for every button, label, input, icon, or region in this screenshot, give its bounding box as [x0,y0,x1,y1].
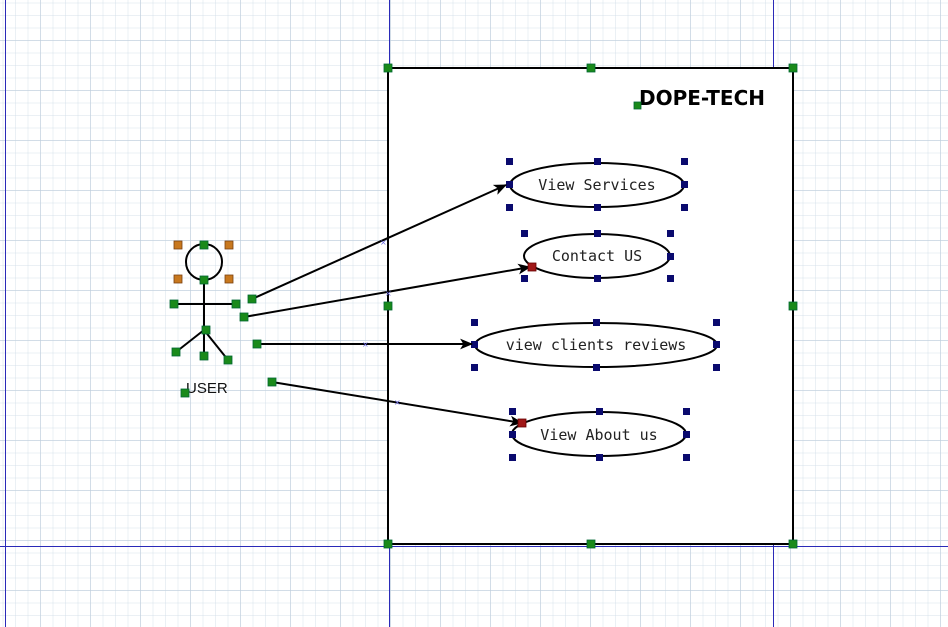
handle[interactable] [199,351,209,361]
system-title[interactable]: DOPE-TECH [639,86,765,110]
handle[interactable] [201,325,211,335]
usecase-handles[interactable] [509,408,690,461]
usecase-handles[interactable] [521,230,674,282]
handle-top-right[interactable] [788,63,798,73]
handle[interactable] [509,408,516,415]
handle[interactable] [593,319,600,326]
handle[interactable] [667,275,674,282]
handle[interactable] [594,275,601,282]
handle[interactable] [169,299,179,309]
usecase-label: Contact US [552,247,642,265]
handle[interactable] [224,240,234,250]
handle[interactable] [509,431,516,438]
associations[interactable] [243,184,532,427]
handle[interactable] [713,319,720,326]
association-view-services[interactable] [251,184,507,300]
handle[interactable] [173,240,183,250]
handle[interactable] [594,204,601,211]
handle[interactable] [521,275,528,282]
connector-start-handle[interactable] [267,377,277,387]
handle[interactable] [506,158,513,165]
handle-middle-left[interactable] [383,301,393,311]
handle[interactable] [713,364,720,371]
handle[interactable] [681,158,688,165]
handle[interactable] [173,274,183,284]
handle[interactable] [506,204,513,211]
connector-start-handle[interactable] [252,339,262,349]
actor-leg-right [203,329,229,361]
handle-top-left[interactable] [383,63,393,73]
handle[interactable] [713,341,720,348]
usecase-view-clients-reviews[interactable]: view clients reviews [471,319,720,371]
actor-user[interactable]: USER [169,240,241,398]
actor-name[interactable]: USER [186,380,228,397]
handle[interactable] [199,240,209,250]
handle[interactable] [667,253,674,260]
handle[interactable] [509,454,516,461]
handle[interactable] [596,454,603,461]
connector-midpoint-markers: × × × × [362,238,401,407]
association-contact-us[interactable] [243,263,532,318]
connector-handles[interactable] [239,262,537,428]
handle-middle-right[interactable] [788,301,798,311]
usecase-label: view clients reviews [506,336,687,354]
handle[interactable] [521,230,528,237]
handle[interactable] [506,181,513,188]
handle[interactable] [180,388,190,398]
connector-end-handle[interactable] [517,418,527,428]
handle[interactable] [223,355,233,365]
midpoint-marker: × [380,238,387,247]
association-view-about-us[interactable] [271,381,524,427]
handle[interactable] [596,408,603,415]
actor-leg-left [175,329,205,353]
system-boundary[interactable] [387,67,794,545]
handle[interactable] [471,319,478,326]
handle[interactable] [667,230,674,237]
connector-end-handle[interactable] [527,262,537,272]
actor-joint-handles[interactable] [169,240,241,398]
midpoint-marker: × [362,340,369,349]
handle[interactable] [231,299,241,309]
handle[interactable] [681,204,688,211]
usecase-label: View Services [538,176,655,194]
handle[interactable] [171,347,181,357]
handle[interactable] [683,408,690,415]
handle[interactable] [594,230,601,237]
actor-head-handles[interactable] [173,240,234,284]
usecase-contact-us[interactable]: Contact US [521,230,674,282]
handle[interactable] [224,274,234,284]
usecase-label: View About us [540,426,657,444]
handle-top-middle[interactable] [586,63,596,73]
system-boundary-handles[interactable] [383,63,798,549]
handle[interactable] [199,275,209,285]
midpoint-marker: × [394,398,401,407]
handle[interactable] [683,454,690,461]
usecase-view-about-us[interactable]: View About us [509,408,690,461]
handle[interactable] [471,364,478,371]
handle-bottom-left[interactable] [383,539,393,549]
handle[interactable] [681,181,688,188]
usecase-handles[interactable] [506,158,688,211]
handle[interactable] [683,431,690,438]
handle-bottom-middle[interactable] [586,539,596,549]
usecase-handles[interactable] [471,319,720,371]
midpoint-marker: × [385,289,392,298]
handle[interactable] [593,364,600,371]
usecase-view-services[interactable]: View Services [506,158,688,211]
handle-bottom-right[interactable] [788,539,798,549]
handle[interactable] [471,341,478,348]
handle[interactable] [594,158,601,165]
connector-start-handle[interactable] [247,294,257,304]
connector-start-handle[interactable] [239,312,249,322]
title-anchor-handle[interactable] [633,101,642,110]
